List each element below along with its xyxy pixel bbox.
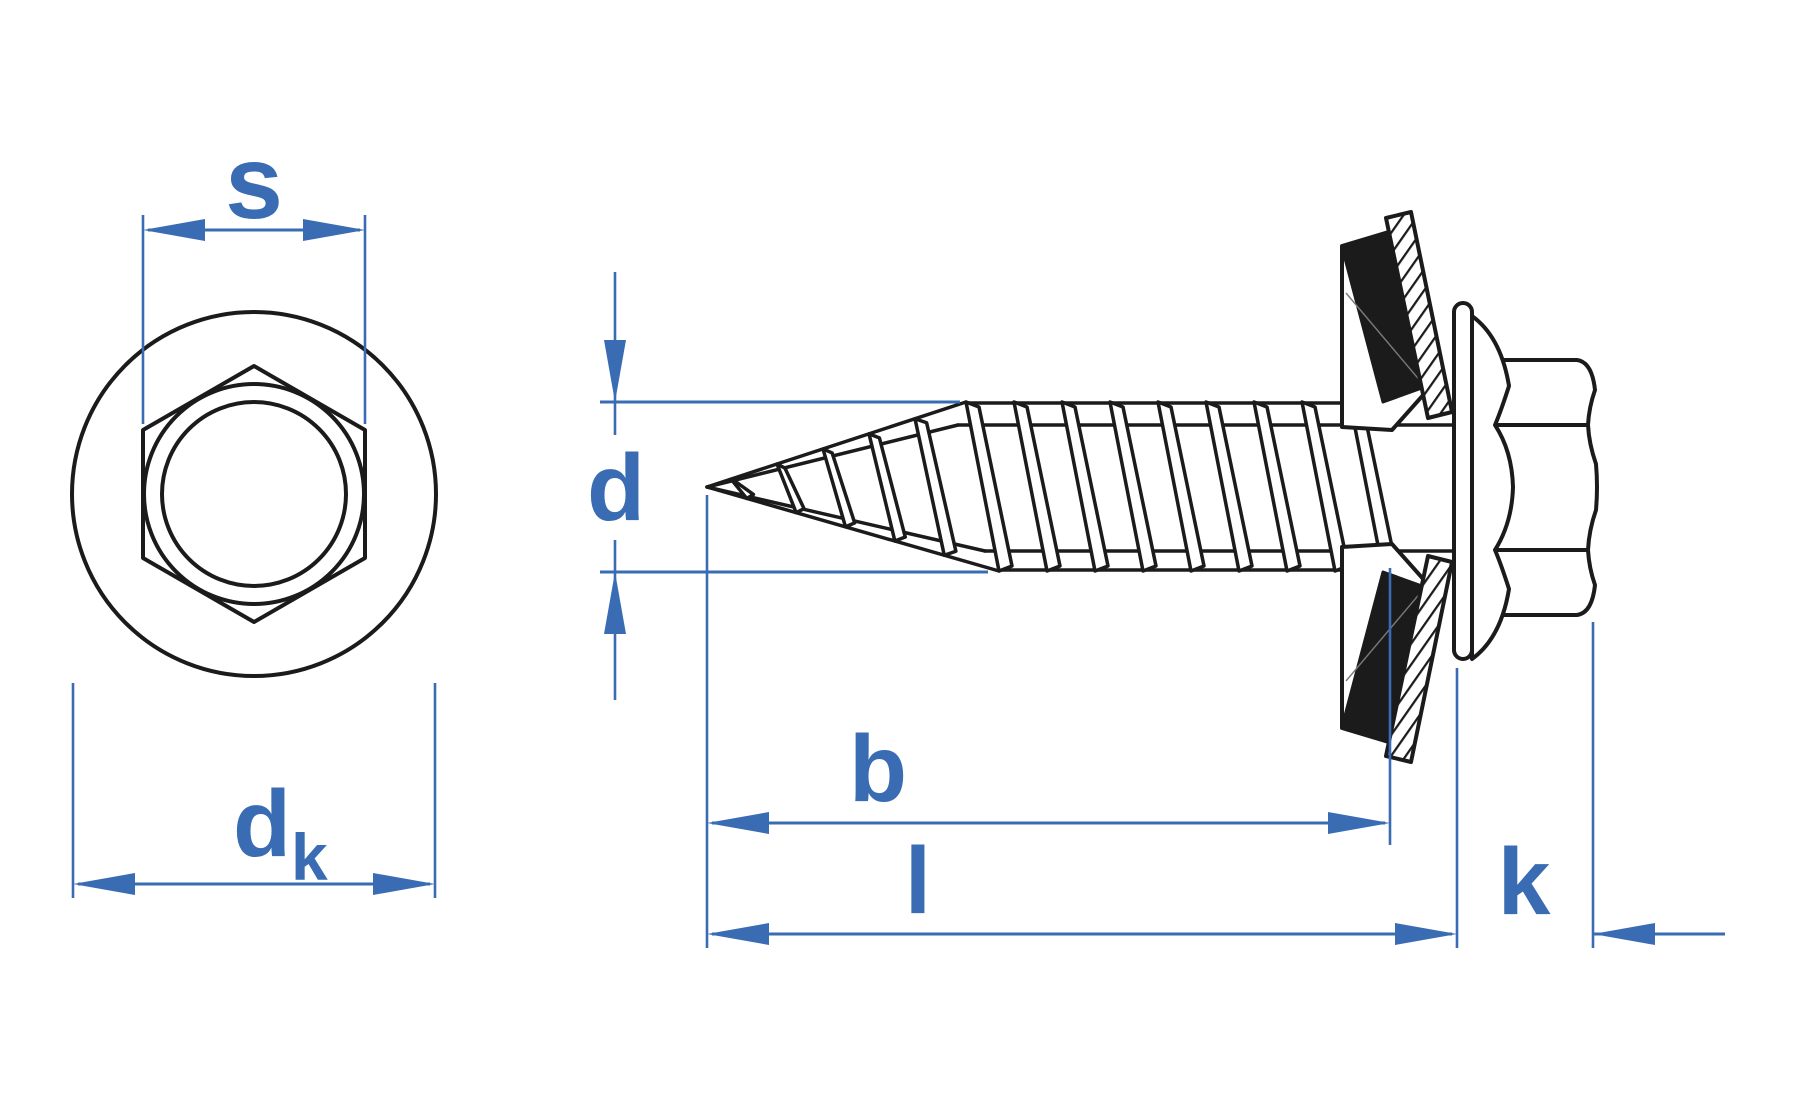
dimensions: s dk d xyxy=(71,125,1725,948)
label-d: d xyxy=(587,435,645,541)
thread-tooth xyxy=(1156,400,1206,573)
label-k: k xyxy=(1498,829,1551,935)
thread-tooth xyxy=(1108,400,1158,573)
seal-edge-highlight-bottom xyxy=(1345,584,1428,682)
thread-tooth xyxy=(729,477,756,501)
label-s: s xyxy=(225,125,283,241)
taper-crest-bottom xyxy=(705,485,1001,573)
thread-tooth xyxy=(1012,400,1062,573)
flange-profile xyxy=(1470,314,1515,661)
thread-tooth xyxy=(964,400,1014,573)
hex-outline xyxy=(141,364,367,624)
thread-tooth xyxy=(1252,400,1302,573)
sealing-washer-assembly xyxy=(1340,210,1454,764)
dimension-d: d xyxy=(587,272,988,700)
label-b: b xyxy=(849,716,907,822)
dimension-s: s xyxy=(141,125,367,424)
washer-outline-circle xyxy=(70,310,438,678)
dimension-l: l xyxy=(707,828,1457,945)
dimension-dk: dk xyxy=(71,683,437,898)
label-dk: dk xyxy=(233,771,328,894)
seal-edge-highlight-top xyxy=(1345,292,1428,390)
thread-tooth xyxy=(867,432,908,543)
thread-tooth xyxy=(1204,400,1254,573)
thread-tooth xyxy=(913,416,958,558)
front-view-hex-head xyxy=(70,310,438,678)
label-l: l xyxy=(905,828,931,934)
hex-inscribed-circle xyxy=(142,382,366,606)
dimension-b: b xyxy=(707,716,1390,834)
taper-crest-top xyxy=(705,400,968,489)
thread-tooth xyxy=(821,447,857,529)
thread-tooth xyxy=(1060,400,1110,573)
side-view-screw xyxy=(705,400,1457,573)
dimension-k: k xyxy=(1498,829,1725,945)
flange-washer-edge xyxy=(1452,301,1474,661)
thread-teeth xyxy=(729,400,1398,573)
head-inner-circle xyxy=(160,400,348,588)
thread-tooth xyxy=(775,462,806,515)
hex-head-side xyxy=(1452,301,1599,661)
